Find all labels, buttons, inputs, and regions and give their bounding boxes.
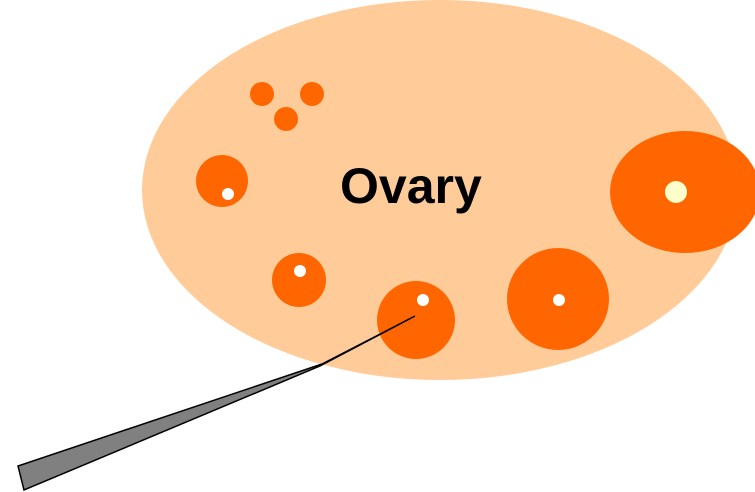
follicle — [272, 253, 326, 307]
primordial-follicle — [300, 82, 324, 106]
primordial-follicle — [274, 107, 298, 131]
follicle — [196, 155, 248, 207]
primordial-follicle — [250, 82, 274, 106]
follicle — [507, 248, 609, 350]
dominant-follicle — [610, 131, 755, 253]
oocyte — [417, 294, 429, 306]
follicle — [377, 281, 455, 359]
oocyte — [553, 294, 565, 306]
oocyte — [294, 265, 306, 277]
oocyte — [222, 188, 234, 200]
ovary-label: Ovary — [340, 158, 482, 214]
dominant-oocyte — [665, 181, 687, 203]
